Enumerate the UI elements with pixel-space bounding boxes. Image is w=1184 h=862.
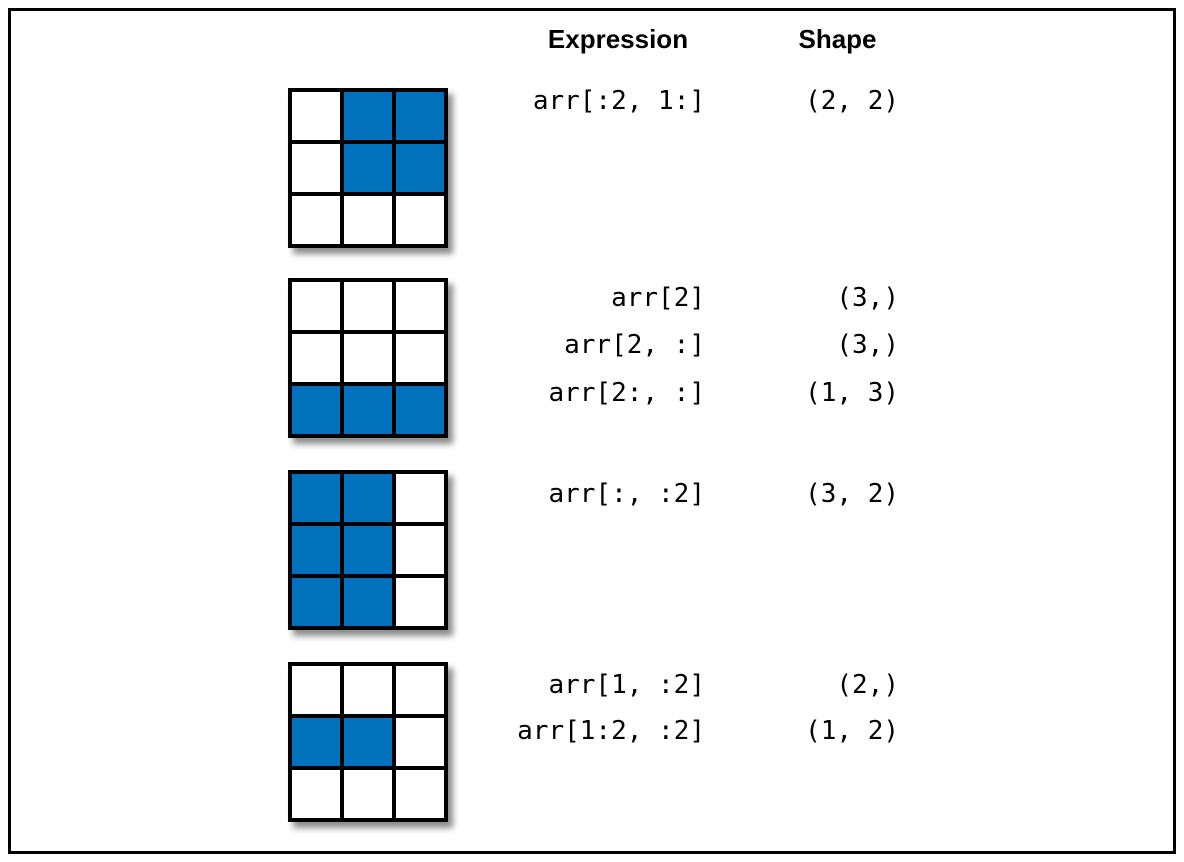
grid-cell: [396, 196, 444, 244]
slice-expression: arr[:, :2]: [548, 479, 705, 509]
slice-expression: arr[2]: [611, 283, 705, 313]
slice-expression: arr[:2, 1:]: [532, 86, 705, 116]
grid-cell: [292, 334, 340, 382]
column-header-shape: Shape: [798, 24, 877, 54]
grid-cell-selected: [344, 578, 392, 626]
grid-cell: [292, 666, 340, 714]
shape-value: (2,): [836, 670, 899, 700]
array-grid: [288, 662, 448, 822]
grid-cell: [396, 282, 444, 330]
grid-cell-selected: [396, 92, 444, 140]
slice-expression: arr[1:2, :2]: [517, 716, 705, 746]
grid-cell: [396, 666, 444, 714]
grid-cell: [396, 770, 444, 818]
figure-border-frame: [8, 8, 1176, 854]
grid-cell-selected: [344, 144, 392, 192]
grid-cell: [292, 144, 340, 192]
shape-value: (1, 2): [805, 716, 899, 746]
grid-cell-selected: [292, 578, 340, 626]
grid-cell-selected: [344, 92, 392, 140]
grid-cell: [344, 196, 392, 244]
grid-cell-selected: [292, 526, 340, 574]
grid-cell: [292, 282, 340, 330]
grid-cell: [396, 334, 444, 382]
grid-cell: [344, 666, 392, 714]
grid-cell: [344, 282, 392, 330]
grid-cell-selected: [344, 474, 392, 522]
grid-cell: [344, 334, 392, 382]
grid-cell: [344, 770, 392, 818]
array-grid: [288, 278, 448, 438]
grid-cell: [292, 92, 340, 140]
grid-cell: [396, 526, 444, 574]
slice-expression: arr[2:, :]: [548, 378, 705, 408]
grid-cell: [396, 474, 444, 522]
grid-cell: [396, 718, 444, 766]
grid-cell-selected: [344, 386, 392, 434]
grid-cell-selected: [292, 386, 340, 434]
grid-cell-selected: [344, 526, 392, 574]
shape-value: (3,): [836, 330, 899, 360]
column-header-expression: Expression: [547, 24, 689, 54]
grid-cell: [396, 578, 444, 626]
shape-value: (2, 2): [805, 86, 899, 116]
grid-cell-selected: [344, 718, 392, 766]
shape-value: (3,): [836, 283, 899, 313]
grid-cell-selected: [396, 386, 444, 434]
grid-cell-selected: [396, 144, 444, 192]
slice-expression: arr[2, :]: [564, 330, 705, 360]
grid-cell-selected: [292, 718, 340, 766]
array-grid: [288, 88, 448, 248]
shape-value: (3, 2): [805, 479, 899, 509]
shape-value: (1, 3): [805, 378, 899, 408]
array-grid: [288, 470, 448, 630]
slice-expression: arr[1, :2]: [548, 670, 705, 700]
grid-cell: [292, 196, 340, 244]
grid-cell-selected: [292, 474, 340, 522]
grid-cell: [292, 770, 340, 818]
